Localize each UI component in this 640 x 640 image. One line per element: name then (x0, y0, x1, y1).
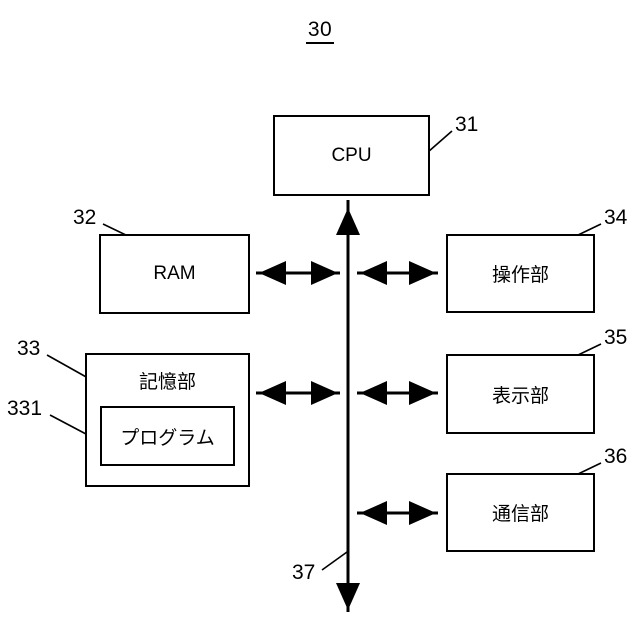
block-storage-unit-label: 記憶部 (138, 372, 196, 393)
reference-numeral-display: 35 (604, 326, 628, 349)
reference-numeral-storage: 33 (17, 337, 41, 360)
block-display-unit: 表示部 (446, 354, 595, 434)
leader-line-33 (46, 354, 89, 379)
reference-numeral-program: 331 (7, 397, 43, 420)
figure-number-text: 30 (305, 18, 335, 45)
block-cpu: CPU (273, 115, 430, 196)
block-cpu-label: CPU (331, 144, 372, 166)
reference-numeral-ram: 32 (73, 206, 97, 229)
leader-line-31 (427, 130, 453, 153)
block-operation-unit: 操作部 (446, 234, 595, 313)
block-communication-unit-label: 通信部 (491, 504, 549, 525)
block-program: プログラム (100, 406, 235, 466)
block-program-label: プログラム (120, 427, 215, 449)
reference-numeral-communication: 36 (604, 445, 628, 468)
reference-numeral-cpu: 31 (455, 113, 479, 136)
leader-line-37 (321, 551, 348, 571)
reference-numeral-bus: 37 (292, 561, 316, 584)
reference-numeral-operation: 34 (604, 206, 628, 229)
block-display-unit-label: 表示部 (491, 385, 549, 407)
block-communication-unit: 通信部 (446, 473, 595, 552)
block-operation-unit-label: 操作部 (491, 265, 549, 286)
block-ram-label: RAM (153, 263, 196, 284)
block-ram: RAM (99, 234, 250, 314)
figure-number: 30 (0, 18, 640, 45)
